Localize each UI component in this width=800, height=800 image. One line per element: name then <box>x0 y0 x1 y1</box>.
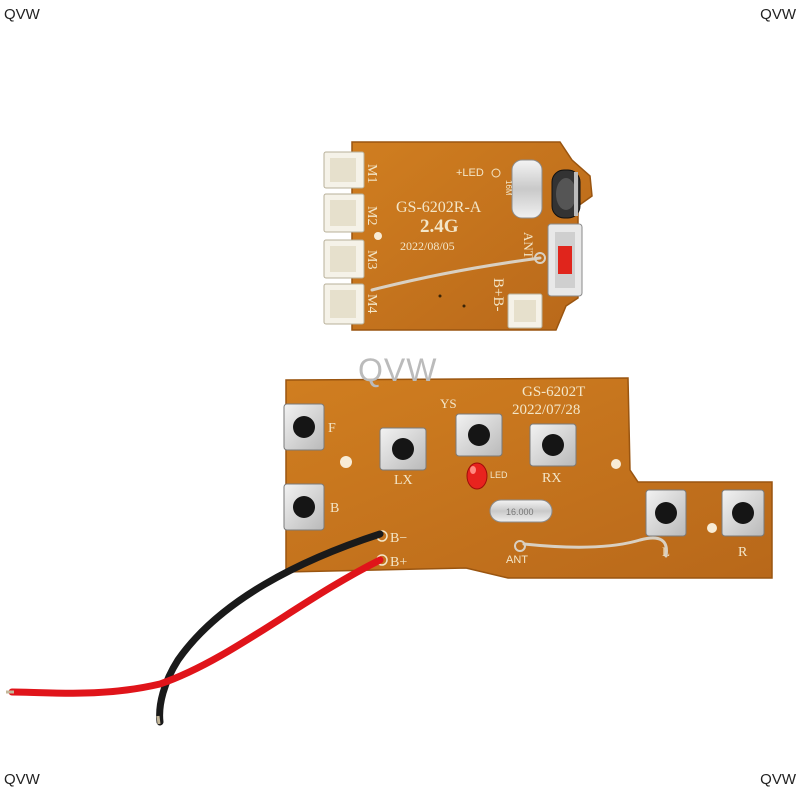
transmitter-model: GS-6202T <box>522 384 585 400</box>
button-rx <box>529 423 577 467</box>
button-r <box>721 489 765 537</box>
watermark-top-right: QVW <box>760 6 796 23</box>
mounting-hole-icon <box>374 232 382 240</box>
receiver-model: GS-6202R-A <box>396 199 482 216</box>
motor-connectors <box>323 151 365 325</box>
label-lx: LX <box>394 473 413 488</box>
receiver-board: M1 M2 M3 M4 GS-6202R-A 2.4G 2022/08/05 +… <box>323 141 593 331</box>
label-b-plus: B+ <box>390 555 407 570</box>
button-ys <box>455 413 503 457</box>
receiver-power-label: B+B- <box>490 278 506 311</box>
transmitter-crystal-label: 16.000 <box>506 507 534 517</box>
connector-m4 <box>323 283 365 325</box>
label-f: F <box>328 421 336 436</box>
transmitter-ant-label: ANT <box>506 554 528 566</box>
label-b-minus: B− <box>390 531 407 546</box>
label-ys: YS <box>440 396 457 411</box>
transmitter-antenna-wire <box>522 536 668 558</box>
connector-m1 <box>323 151 365 189</box>
label-m2: M2 <box>364 206 379 225</box>
receiver-antenna-wire <box>370 256 542 292</box>
button-f <box>283 403 325 451</box>
red-wire <box>8 556 384 697</box>
transmitter-led-label: LED <box>490 470 508 480</box>
label-r: R <box>738 545 748 560</box>
receiver-led-label: +LED <box>456 167 484 179</box>
watermark-bottom-right: QVW <box>760 771 796 788</box>
transmitter-board: GS-6202T 2022/07/28 F B LX YS RX <box>283 377 773 579</box>
label-m4: M4 <box>364 294 379 313</box>
receiver-date: 2022/08/05 <box>400 239 455 253</box>
watermark-center: QVW <box>358 352 438 388</box>
black-wire <box>156 530 384 726</box>
mounting-hole-icon <box>707 523 717 533</box>
led-icon <box>466 462 488 490</box>
receiver-band: 2.4G <box>420 216 459 237</box>
mounting-hole-icon <box>340 456 352 468</box>
label-m3: M3 <box>364 250 379 269</box>
crystal-freq-label: 16M <box>504 180 513 196</box>
receiver-crystal: 16M <box>504 159 543 219</box>
antenna-pad-icon <box>534 252 546 264</box>
connector-m3 <box>323 239 365 279</box>
watermark-top-left: QVW <box>4 6 40 23</box>
mounting-hole-icon <box>611 459 621 469</box>
capacitor-icon <box>551 169 581 219</box>
label-m1: M1 <box>364 164 379 183</box>
label-rx: RX <box>542 471 561 486</box>
power-wires <box>6 530 384 726</box>
button-l <box>645 489 687 537</box>
transmitter-crystal: 16.000 <box>489 499 553 523</box>
power-switch <box>547 223 583 297</box>
watermark-bottom-left: QVW <box>4 771 40 788</box>
receiver-power-connector <box>507 293 543 329</box>
led-pad-icon <box>491 168 501 178</box>
receiver-ant-label: ANT <box>521 232 536 259</box>
transmitter-antenna-pad-icon <box>514 540 526 552</box>
wire-tip <box>156 715 161 725</box>
transmitter-date: 2022/07/28 <box>512 402 580 418</box>
connector-m2 <box>323 193 365 233</box>
label-b: B <box>330 501 339 516</box>
button-b <box>283 483 325 531</box>
button-lx <box>379 427 427 471</box>
